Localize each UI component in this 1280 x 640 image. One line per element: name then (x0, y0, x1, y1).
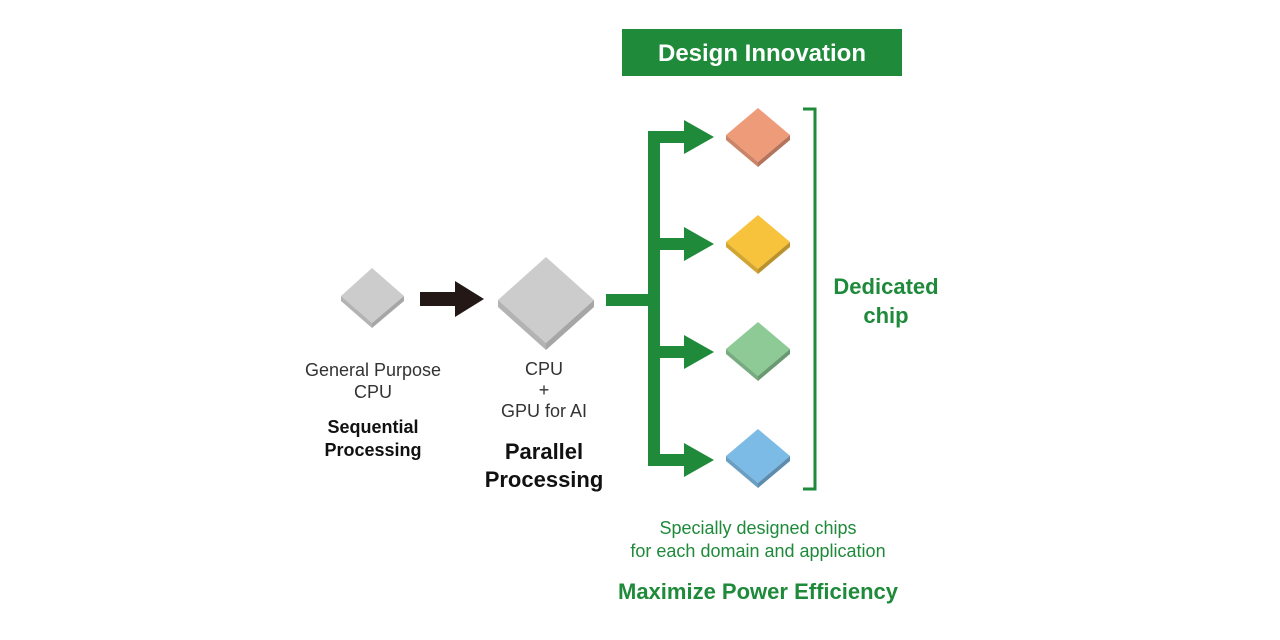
cpu-chip-icon (341, 268, 404, 328)
black-arrow-icon (420, 281, 484, 317)
cpu-label-line2: CPU (353, 382, 392, 402)
gpu-label-line2: + (538, 380, 550, 400)
dedicated-chip-label: Dedicated chip (816, 272, 956, 330)
green-arrow-icon (654, 335, 714, 369)
gpu-chip-icon (498, 257, 594, 350)
branch-connector (606, 131, 660, 466)
gpu-chip-label: CPU + GPU for AI (464, 359, 624, 422)
cpu-label-line1: General Purpose (304, 360, 442, 380)
parallel-label-line2: Processing (484, 467, 604, 492)
parallel-processing-label: Parallel Processing (449, 438, 639, 494)
bracket (803, 107, 817, 491)
cpu-chip-label: General Purpose CPU (293, 359, 453, 403)
green-arrow-icon (654, 443, 714, 477)
gpu-label-line1: CPU (524, 359, 563, 379)
power-efficiency-label: Maximize Power Efficiency (618, 579, 898, 604)
dedicated-chip-icon (726, 429, 790, 488)
sequential-processing-label: Sequential Processing (293, 416, 453, 462)
dedicated-label-line1: Dedicated (833, 274, 939, 299)
sequential-label-line2: Processing (324, 440, 422, 460)
header-banner (622, 29, 902, 76)
dedicated-chip-icon (726, 108, 790, 167)
caption-line1: Specially designed chips (659, 518, 857, 538)
dedicated-label-line2: chip (863, 303, 909, 328)
green-arrow-icon (654, 227, 714, 261)
sequential-label-line1: Sequential (327, 417, 419, 437)
gpu-label-line3: GPU for AI (500, 401, 588, 421)
dedicated-chip-icon (726, 215, 790, 274)
chips-caption: Specially designed chips for each domain… (583, 517, 933, 563)
header-title: Design Innovation (658, 40, 866, 67)
parallel-label-line1: Parallel (504, 439, 584, 464)
caption-line2: for each domain and application (630, 541, 886, 561)
green-arrow-icon (654, 120, 714, 154)
dedicated-chip-icon (726, 322, 790, 381)
